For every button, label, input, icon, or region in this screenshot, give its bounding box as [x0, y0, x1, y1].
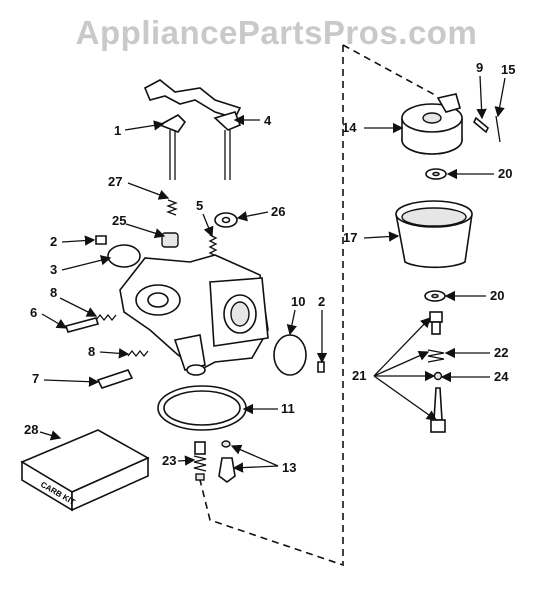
callout-1: 1 — [114, 123, 121, 138]
callout-7: 7 — [32, 371, 39, 386]
callout-26: 26 — [271, 204, 285, 219]
repair-kit-box: CARB KIT — [20, 429, 150, 512]
leader-line-27 — [127, 182, 170, 200]
leader-line-21 — [373, 317, 431, 377]
leader-line-6 — [41, 313, 68, 329]
callout-14: 14 — [342, 120, 357, 135]
leader-line-21 — [373, 350, 430, 377]
leader-line-13 — [232, 462, 279, 473]
leader-line-10 — [286, 309, 297, 336]
callout-22: 22 — [494, 345, 508, 360]
callout-3: 3 — [50, 262, 57, 277]
leader-line-15 — [494, 77, 506, 118]
needle-valve — [193, 441, 207, 481]
callout-20: 20 — [490, 288, 504, 303]
callout-8: 8 — [88, 344, 95, 359]
gasket — [157, 385, 247, 431]
idle-screw — [64, 317, 100, 333]
float-pin — [473, 116, 489, 134]
callout-10: 10 — [291, 294, 305, 309]
callout-4: 4 — [264, 113, 272, 128]
leader-line-1 — [124, 120, 165, 131]
leader-line-26 — [236, 211, 269, 222]
callout-17: 17 — [343, 230, 357, 245]
callout-15: 15 — [501, 62, 515, 77]
leader-line-8 — [99, 348, 130, 359]
spring-5 — [208, 234, 218, 257]
leader-line-23 — [177, 455, 196, 466]
callout-9: 9 — [476, 60, 483, 75]
spring-27 — [166, 199, 178, 216]
bushing — [161, 232, 179, 248]
washer-20-lower — [424, 290, 446, 302]
watermark: AppliancePartsPros.com — [75, 14, 478, 51]
callout-5: 5 — [196, 198, 203, 213]
leader-line-7 — [43, 376, 100, 387]
callout-21: 21 — [352, 368, 366, 383]
screw-2-right — [317, 361, 325, 373]
washer-26 — [214, 212, 238, 228]
float-bowl — [395, 200, 473, 269]
leader-line-8 — [59, 297, 98, 317]
valve-seat — [218, 440, 236, 483]
leader-line-2 — [61, 235, 96, 246]
throttle-shaft — [213, 111, 242, 180]
callout-25: 25 — [112, 213, 126, 228]
choke-shaft — [158, 114, 187, 180]
carburetor-body — [119, 254, 269, 376]
leader-line-9 — [476, 75, 487, 120]
bowl-nut-assembly — [427, 311, 446, 433]
float — [401, 93, 463, 155]
spring-8-lower — [127, 349, 149, 358]
callout-20: 20 — [498, 166, 512, 181]
spring-8-upper — [95, 313, 117, 322]
leader-line-3 — [61, 255, 112, 271]
callout-2: 2 — [50, 234, 57, 249]
callout-11: 11 — [281, 401, 295, 416]
callout-23: 23 — [162, 453, 176, 468]
screw-2 — [95, 235, 107, 245]
leader-line-13 — [230, 444, 279, 467]
callout-27: 27 — [108, 174, 122, 189]
leader-line-17 — [363, 231, 400, 242]
linkage-bracket — [143, 79, 242, 119]
washer-20-upper — [425, 168, 447, 180]
callout-6: 6 — [30, 305, 37, 320]
assembly-boundary — [199, 44, 436, 567]
mixture-screw — [96, 369, 134, 389]
float-spring — [495, 115, 501, 143]
callout-8: 8 — [50, 285, 57, 300]
leader-line-25 — [125, 223, 166, 239]
throttle-plate — [273, 334, 307, 376]
callout-24: 24 — [494, 369, 509, 384]
callout-13: 13 — [282, 460, 296, 475]
leader-line-21 — [373, 375, 438, 421]
callout-2: 2 — [318, 294, 325, 309]
choke-plate — [107, 244, 141, 268]
callout-28: 28 — [24, 422, 38, 437]
leader-line-5 — [202, 213, 214, 238]
leader-line-28 — [39, 430, 62, 441]
